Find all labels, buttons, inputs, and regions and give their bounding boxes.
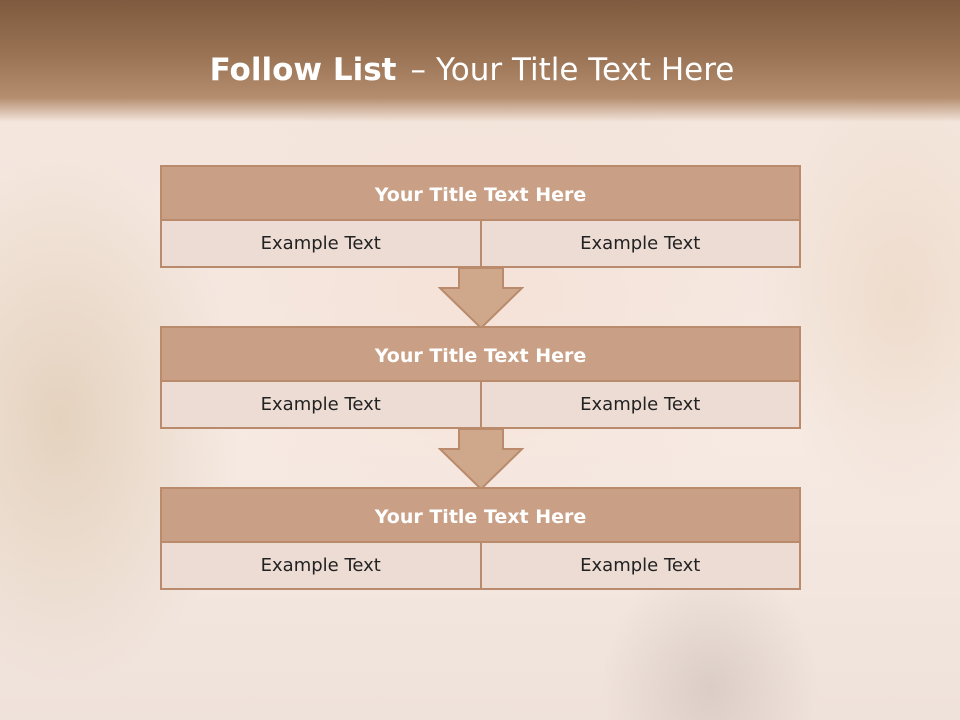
block-cell-left: Example Text [160, 380, 482, 429]
block-cell-right: Example Text [479, 219, 801, 268]
block-row: Example Text Example Text [160, 219, 801, 268]
slide-title-bold: Follow List [209, 52, 397, 88]
block-title: Your Title Text Here [160, 165, 801, 221]
down-arrow-icon [438, 268, 524, 330]
down-arrow-icon [438, 429, 524, 491]
list-block-3: Your Title Text Here Example Text Exampl… [160, 487, 801, 590]
title-bar [0, 0, 960, 122]
block-cell-right: Example Text [479, 380, 801, 429]
block-row: Example Text Example Text [160, 380, 801, 429]
list-block-1: Your Title Text Here Example Text Exampl… [160, 165, 801, 268]
block-title: Your Title Text Here [160, 487, 801, 543]
block-row: Example Text Example Text [160, 541, 801, 590]
block-title: Your Title Text Here [160, 326, 801, 382]
slide-title: Follow List–Your Title Text Here [0, 52, 944, 88]
block-cell-left: Example Text [160, 219, 482, 268]
block-cell-right: Example Text [479, 541, 801, 590]
list-block-2: Your Title Text Here Example Text Exampl… [160, 326, 801, 429]
slide-title-separator: – [410, 52, 426, 88]
block-cell-left: Example Text [160, 541, 482, 590]
slide-title-rest: Your Title Text Here [435, 52, 735, 88]
